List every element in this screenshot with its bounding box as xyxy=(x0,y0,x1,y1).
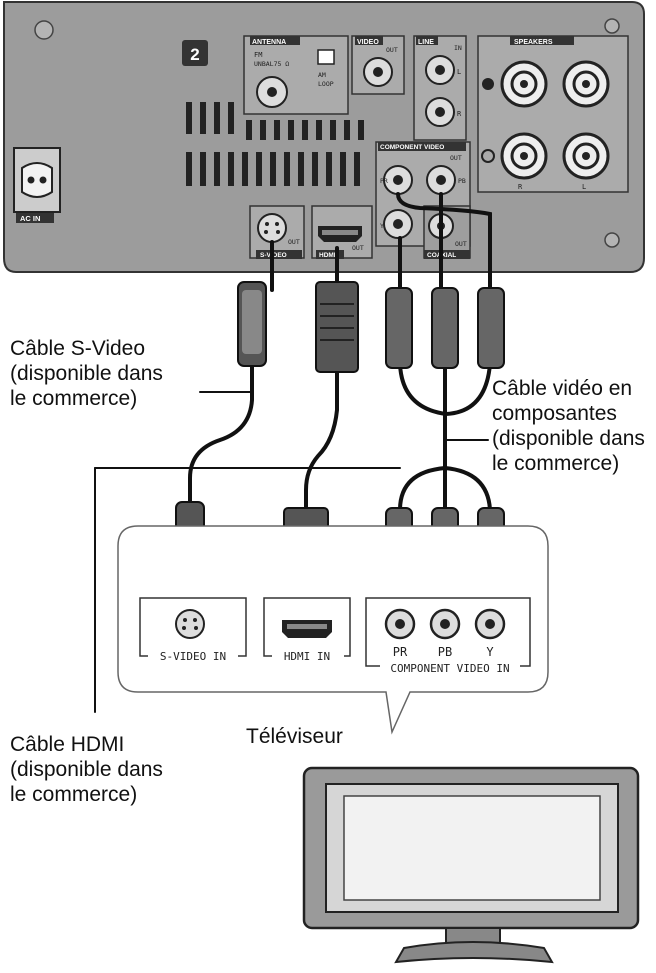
hdmi-out-label: OUT xyxy=(352,244,364,252)
hdmi-in-label: HDMI IN xyxy=(284,650,330,663)
device-pb-label: PB xyxy=(458,177,466,185)
fm-unbal-label: UNBAL75 Ω xyxy=(254,60,289,68)
component-in-box xyxy=(365,597,531,667)
speakers-label: SPEAKERS xyxy=(514,39,553,46)
video-out-label: OUT xyxy=(386,46,398,54)
antenna-section xyxy=(243,35,349,115)
svideo-cable-callout: Câble S-Video (disponible dans le commer… xyxy=(10,336,163,411)
tv-input-panel: S-VIDEO IN HDMI IN PR PB Y COMPONENT VID… xyxy=(117,525,549,735)
callout-line: le commerce) xyxy=(10,387,138,410)
speaker-l-label: L xyxy=(582,183,586,191)
svideo-in-label: S-VIDEO IN xyxy=(160,650,226,663)
am-loop-terminal-icon xyxy=(317,49,335,65)
screw-icon xyxy=(604,18,620,34)
device-y-label: Y xyxy=(380,222,384,230)
callout-line: composantes xyxy=(492,402,617,425)
component-out-label: OUT xyxy=(450,154,462,162)
callout-line: le commerce) xyxy=(10,783,138,806)
speaker-r-label: R xyxy=(518,183,523,191)
rca-plug-icon xyxy=(385,287,413,369)
callout-line: (disponible dans xyxy=(10,362,163,385)
loop-label: LOOP xyxy=(318,80,334,88)
device-pr-label: PR xyxy=(380,177,388,185)
component-in-label: COMPONENT VIDEO IN xyxy=(390,662,509,675)
am-label: AM xyxy=(318,71,326,79)
component-video-label: COMPONENT VIDEO xyxy=(380,144,444,151)
antenna-label: ANTENNA xyxy=(252,39,286,46)
coaxial-out-label: OUT xyxy=(455,240,467,248)
callout-line: (disponible dans xyxy=(492,427,645,450)
video-label: VIDEO xyxy=(357,39,379,46)
callout-line: le commerce) xyxy=(492,452,620,475)
line-l-label: L xyxy=(457,68,461,76)
tv-y-label: Y xyxy=(486,645,494,659)
line-label: LINE xyxy=(418,39,434,46)
svideo-in-jack-icon xyxy=(175,609,205,639)
screw-icon xyxy=(604,232,620,248)
component-cable-top-3 xyxy=(396,192,492,292)
component-cable-callout: Câble vidéo en composantes (disponible d… xyxy=(492,376,645,476)
svideo-cable xyxy=(188,358,254,506)
device-rear-panel: 2 ANTENNA FM UNBAL75 Ω AM LOOP VIDEO OUT… xyxy=(3,1,645,273)
badge-icon xyxy=(182,40,208,66)
callout-line: Câble HDMI xyxy=(10,733,125,756)
screw-icon xyxy=(34,20,54,40)
rca-plug-icon xyxy=(431,287,459,369)
hdmi-in-box xyxy=(263,597,351,657)
television-icon xyxy=(302,766,640,964)
minus-icon xyxy=(481,149,495,163)
plus-icon xyxy=(482,78,494,90)
ventilation-slots xyxy=(186,102,364,186)
cables xyxy=(94,192,492,713)
rca-plug-icon xyxy=(477,287,505,369)
tv-pr-label: PR xyxy=(393,645,408,659)
line-r-label: R xyxy=(457,110,462,118)
line-in-label: IN xyxy=(454,44,462,52)
speaker-terminals xyxy=(481,60,610,180)
svideo-in-box xyxy=(139,597,247,657)
component-cable-loop-lower xyxy=(398,465,492,512)
hdmi-cable-callout: Câble HDMI (disponible dans le commerce) xyxy=(10,732,163,807)
tv-callout: Téléviseur xyxy=(246,724,343,749)
hdmi-label: HDMI xyxy=(319,252,336,259)
tv-label: Téléviseur xyxy=(246,725,343,748)
svideo-out-label: OUT xyxy=(288,238,300,246)
hdmi-cable xyxy=(304,366,339,512)
callout-line: (disponible dans xyxy=(10,758,163,781)
badge-number: 2 xyxy=(190,45,199,64)
tv-pb-label: PB xyxy=(438,645,452,659)
fm-label: FM xyxy=(254,51,262,59)
ac-in-label: AC IN xyxy=(20,214,40,223)
callout-line: Câble S-Video xyxy=(10,337,146,360)
callout-line: Câble vidéo en xyxy=(492,377,633,400)
svideo-out-jack-icon xyxy=(257,213,287,243)
